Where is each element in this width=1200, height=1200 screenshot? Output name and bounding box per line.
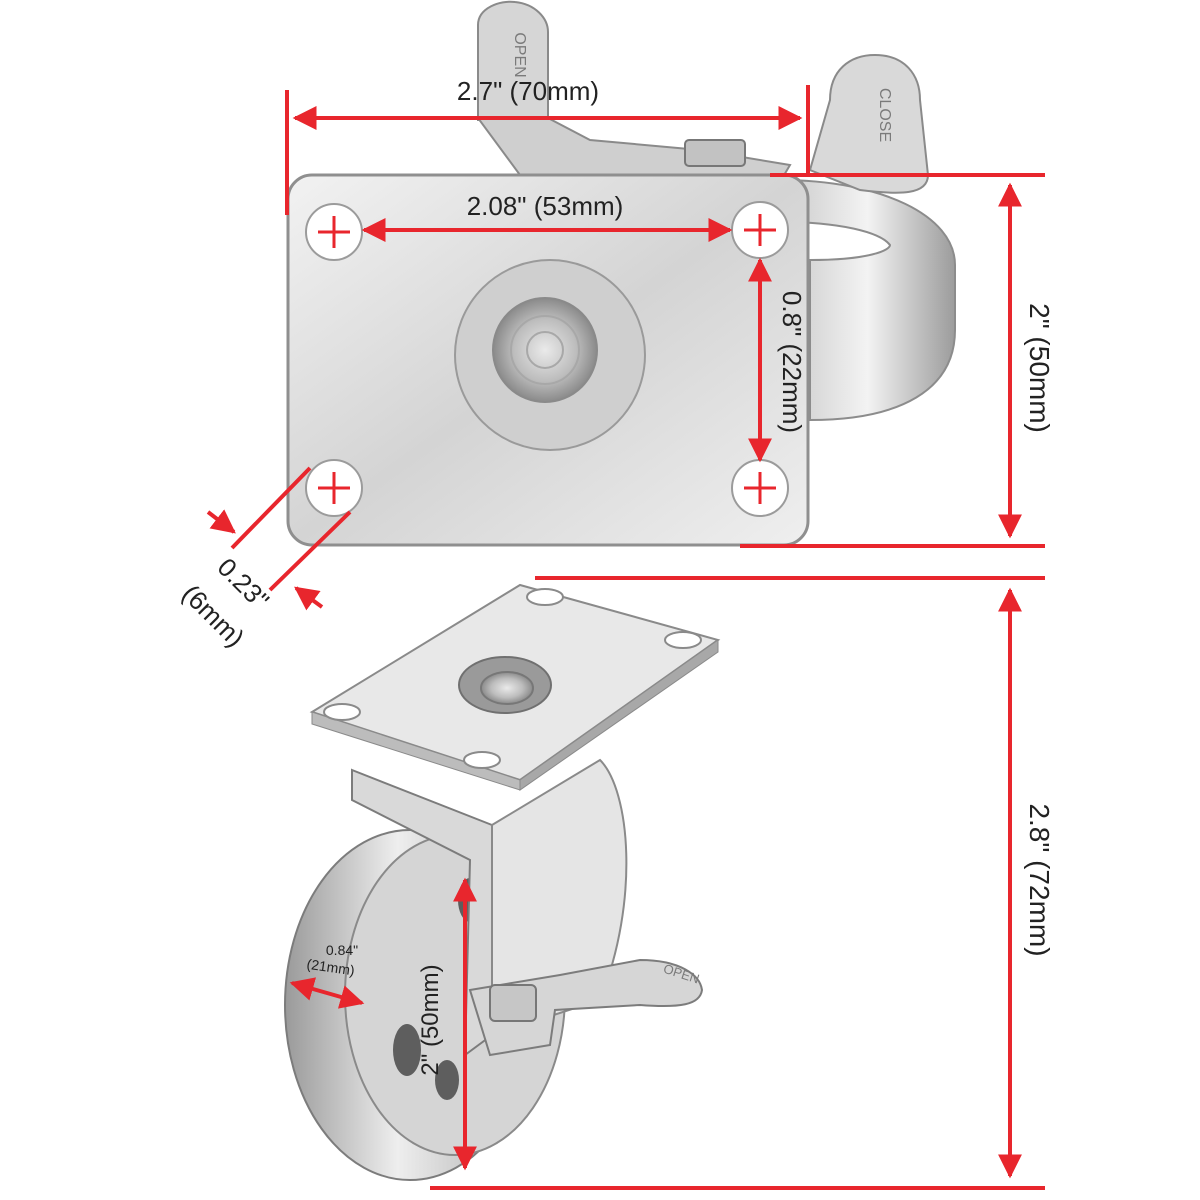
label-plate-height: 2" (50mm) [1024, 303, 1055, 433]
crosshair-plus-icon [744, 214, 776, 246]
top-view-dimensions [206, 85, 1045, 611]
label-wheel-diameter: 2" (50mm) [417, 964, 444, 1075]
label-hole-spacing-x: 2.08" (53mm) [467, 191, 624, 221]
iso-hole-4 [463, 751, 501, 769]
crosshair-plus-icon [318, 472, 350, 504]
iso-view: OPEN [284, 583, 721, 1181]
iso-hole-1 [526, 588, 564, 606]
bolt-top [684, 139, 746, 167]
dim-arrow-wheel-width [289, 977, 365, 1009]
label-hole-spacing-y: 0.8" (22mm) [777, 291, 807, 433]
label-top-width: 2.7" (70mm) [457, 76, 599, 106]
brake-close-top-label: CLOSE [876, 88, 893, 142]
label-overall-height: 2.8" (72mm) [1024, 803, 1055, 956]
iso-hole-2 [664, 631, 702, 649]
dim-arrow-hole-diameter-2 [294, 586, 324, 611]
center-stem [492, 297, 598, 403]
wheel-hole-2 [393, 1024, 421, 1076]
brake-lower [468, 958, 704, 1057]
iso-stem [480, 671, 534, 705]
brake-open-top-label: OPEN [511, 32, 528, 77]
stem-ring [510, 315, 580, 385]
bolt-lower [489, 984, 537, 1022]
iso-hole-3 [323, 703, 361, 721]
crosshair-plus-icon [318, 216, 350, 248]
iso-view-dimensions [289, 576, 1045, 1190]
crosshair-plus-icon [744, 472, 776, 504]
brake-lever-close-top: CLOSE [808, 53, 930, 194]
dim-arrow-hole-diameter-1 [206, 509, 236, 534]
label-wheel-width-mm: (21mm) [306, 956, 356, 979]
dim-line-hole-diameter-2 [268, 510, 352, 592]
brake-lever-open-top: OPEN [477, 0, 549, 121]
label-wheel-width-value: 0.84" [326, 942, 358, 958]
iso-plate-edge-right [519, 639, 719, 791]
stem-ring-inner [526, 331, 564, 369]
dim-line-hole-diameter-1 [230, 466, 312, 550]
wheel-ring-top [779, 178, 956, 422]
top-view: OPEN CLOSE [286, 0, 956, 547]
